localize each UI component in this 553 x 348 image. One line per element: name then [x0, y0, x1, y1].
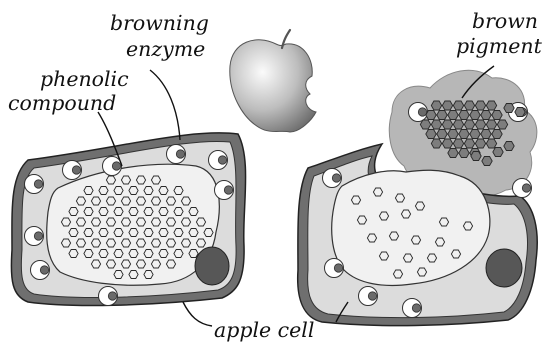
brown-pigment-hexagon [492, 111, 502, 120]
brown-pigment-hexagon [459, 149, 469, 158]
brown-pigment-hexagon [431, 120, 441, 129]
browning-enzyme-leader [150, 70, 180, 140]
c-shaped-enzyme-icon [323, 169, 342, 188]
brown-pigment-hexagon [492, 130, 502, 139]
brown-pigment-hexagon [486, 139, 496, 148]
brown-pigment-hexagon [420, 120, 430, 129]
brown-pigment-hexagon [470, 111, 480, 120]
brown-pigment-hexagon [431, 101, 441, 110]
left-vacuole [47, 164, 220, 285]
brown-pigment-hexagon [475, 139, 485, 148]
apple-cell-leader-left [183, 302, 212, 326]
brown-pigment-hexagon [486, 120, 496, 129]
brown-pigment-hexagon [497, 120, 507, 129]
brown-pigment-hexagon [471, 152, 481, 161]
brown-pigment-hexagon [426, 111, 436, 120]
brown-pigment-hexagon [493, 148, 503, 157]
brown-pigment-hexagon [464, 120, 474, 129]
brown-pigment-hexagon [448, 149, 458, 158]
brown-pigment-hexagon [515, 108, 525, 117]
brown-pigment-hexagon [442, 139, 452, 148]
left-nucleus [195, 247, 229, 285]
browning-enzyme-label-line1: browning [110, 11, 209, 35]
brown-pigment-hexagon [448, 111, 458, 120]
brown-pigment-hexagon [470, 130, 480, 139]
c-shaped-enzyme-icon [25, 175, 44, 194]
brown-pigment-hexagon [504, 142, 514, 151]
c-shaped-enzyme-icon [25, 227, 44, 246]
brown-pigment-hexagon [448, 130, 458, 139]
brown-pigment-hexagon [475, 120, 485, 129]
brown-pigment-hexagon [481, 130, 491, 139]
brown-pigment-hexagon [482, 157, 492, 166]
brown-pigment-hexagon [464, 139, 474, 148]
brown-pigment-hexagon [475, 101, 485, 110]
brown-pigment-hexagon [442, 101, 452, 110]
c-shaped-enzyme-icon [409, 103, 428, 122]
brown-pigment-hexagon [431, 139, 441, 148]
c-shaped-enzyme-icon [31, 261, 50, 280]
apple-cell-label: apple cell [214, 318, 314, 342]
brown-pigment-hexagon [453, 139, 463, 148]
c-shaped-enzyme-icon [209, 151, 228, 170]
brown-pigment-hexagon [453, 101, 463, 110]
brown-pigment-hexagon [459, 111, 469, 120]
c-shaped-enzyme-icon [99, 287, 118, 306]
phenolic-compound-label-line2: compound [8, 91, 116, 115]
brown-pigment-hexagon [481, 111, 491, 120]
brown-pigment-hexagon [442, 120, 452, 129]
brown-pigment-hexagon [426, 130, 436, 139]
brown-pigment-hexagon [486, 101, 496, 110]
c-shaped-enzyme-icon [403, 299, 422, 318]
c-shaped-enzyme-icon [167, 145, 186, 164]
brown-pigment-hexagon [453, 120, 463, 129]
browning-enzyme-label-line2: enzyme [126, 37, 205, 61]
brown-pigment-hexagon [437, 111, 447, 120]
brown-pigment-label-line1: brown [472, 9, 538, 33]
c-shaped-enzyme-icon [325, 259, 344, 278]
right-nucleus [486, 249, 522, 287]
left-apple-cell [11, 133, 245, 306]
phenolic-compound-label-line1: phenolic [40, 67, 129, 91]
brown-pigment-hexagon [464, 101, 474, 110]
c-shaped-enzyme-icon [513, 179, 532, 198]
brown-pigment-label-line2: pigment [456, 34, 543, 58]
c-shaped-enzyme-icon [63, 161, 82, 180]
brown-pigment-hexagon [459, 130, 469, 139]
bitten-apple-icon [230, 30, 316, 132]
c-shaped-enzyme-icon [103, 157, 122, 176]
c-shaped-enzyme-icon [359, 287, 378, 306]
brown-pigment-hexagon [504, 104, 514, 113]
brown-pigment-hexagon [437, 130, 447, 139]
c-shaped-enzyme-icon [215, 181, 234, 200]
right-apple-cell [298, 70, 538, 325]
